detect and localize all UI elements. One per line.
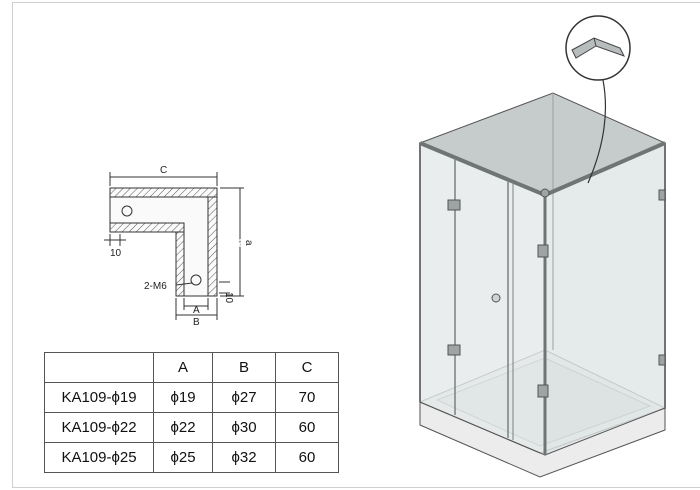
hinge xyxy=(537,244,549,258)
hinge xyxy=(658,354,666,366)
front-glass-panel xyxy=(419,142,546,456)
hinge xyxy=(447,199,461,211)
a-cell: ϕ22 xyxy=(153,412,213,443)
c-cell: 60 xyxy=(275,412,339,443)
dim-a-label: A xyxy=(193,305,200,316)
mount-hole xyxy=(121,205,133,217)
spec-table: A B C KA109-ϕ19 ϕ19 ϕ27 70 KA109-ϕ22 ϕ22… xyxy=(44,352,339,473)
table-header: A xyxy=(153,352,213,383)
top-rail xyxy=(419,141,546,197)
table-row: KA109-ϕ19 ϕ19 ϕ27 70 xyxy=(44,382,339,413)
profile-drawing xyxy=(104,172,244,320)
dim-c-label: C xyxy=(160,165,167,176)
table-row: KA109-ϕ25 ϕ25 ϕ32 60 xyxy=(44,442,339,473)
table-header xyxy=(44,352,154,383)
table-header-row: A B C xyxy=(44,352,339,383)
hinge xyxy=(447,344,461,356)
dim-b-label: B xyxy=(193,317,200,328)
door-knob xyxy=(491,293,501,303)
c-cell: 70 xyxy=(275,382,339,413)
b-cell: ϕ32 xyxy=(212,442,276,473)
b-cell: ϕ30 xyxy=(212,412,276,443)
hole-label: 2-M6 xyxy=(144,281,167,292)
model-cell: KA109-ϕ19 xyxy=(44,382,154,413)
mount-hole xyxy=(190,274,202,286)
watermark: a n .com xyxy=(238,234,299,251)
table-header: C xyxy=(275,352,339,383)
model-cell: KA109-ϕ22 xyxy=(44,412,154,443)
table-row: KA109-ϕ22 ϕ22 ϕ30 60 xyxy=(44,412,339,443)
c-cell: 60 xyxy=(275,442,339,473)
a-cell: ϕ19 xyxy=(153,382,213,413)
top-rail xyxy=(544,141,666,197)
model-cell: KA109-ϕ25 xyxy=(44,442,154,473)
b-cell: ϕ27 xyxy=(212,382,276,413)
side-glass-panel xyxy=(544,142,666,456)
table-header: B xyxy=(212,352,276,383)
connector-callout xyxy=(565,15,631,184)
dim-10-bottom-label: 10 xyxy=(110,248,122,259)
dim-10-side-label: 10 xyxy=(223,292,234,304)
hinge xyxy=(658,189,666,201)
image-frame xyxy=(12,2,700,488)
a-cell: ϕ25 xyxy=(153,442,213,473)
hinge xyxy=(537,384,549,398)
dim-side-label: a xyxy=(243,240,254,246)
shower-enclosure xyxy=(418,92,667,478)
